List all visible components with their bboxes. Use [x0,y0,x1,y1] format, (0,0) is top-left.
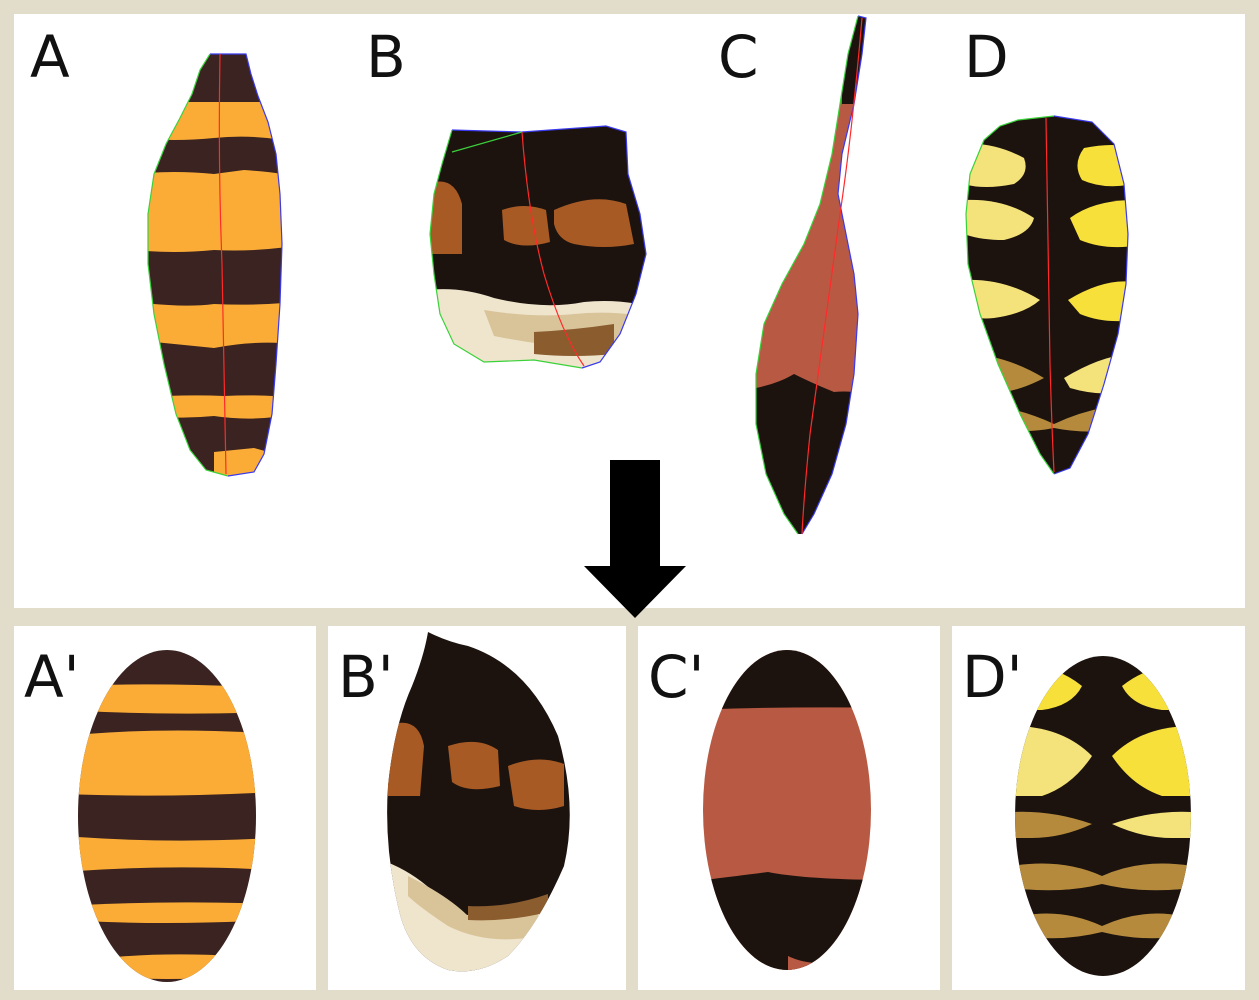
down-arrow-icon [584,460,686,618]
normalized-panel-d: D' [952,626,1245,990]
specimen-a [134,44,294,484]
normalized-specimen-b [368,626,588,990]
normalized-panel-a: A' [14,626,316,990]
normalized-panel-c: C' [638,626,940,990]
normalized-specimen-c [688,646,898,996]
normalized-panel-b: B' [328,626,626,990]
normalized-specimen-d [1002,652,1212,992]
original-specimens-panel: A B C D [14,14,1245,608]
normalized-specimen-a [64,646,274,996]
